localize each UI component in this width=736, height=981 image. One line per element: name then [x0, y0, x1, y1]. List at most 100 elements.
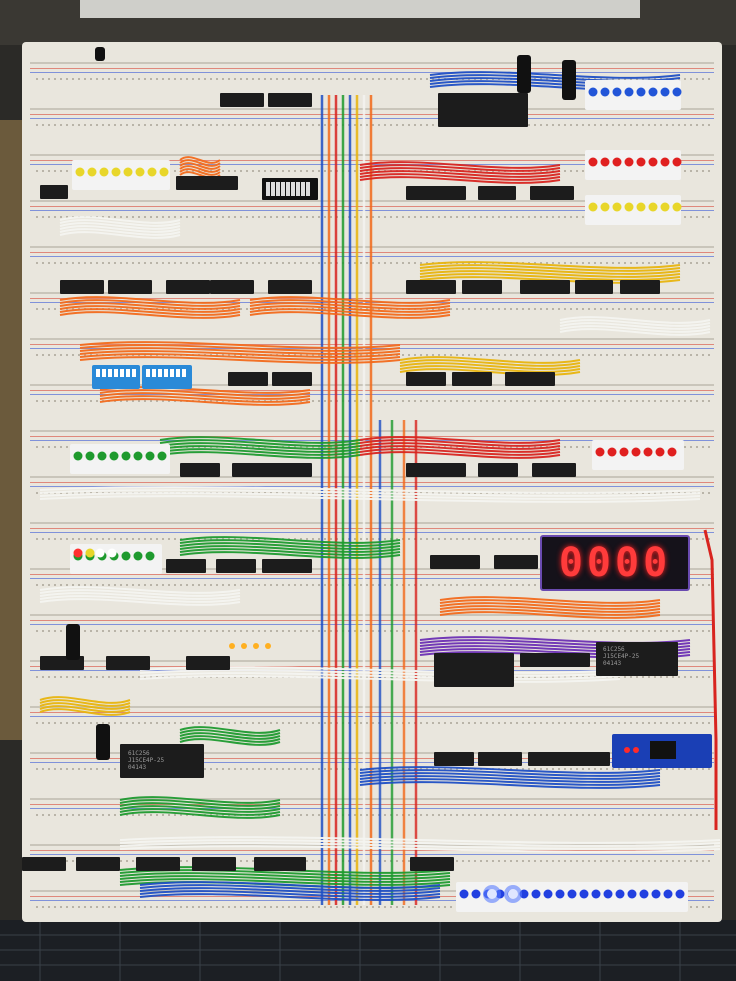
hole [372, 262, 374, 264]
hole [36, 446, 38, 448]
hole [450, 768, 452, 770]
hole [528, 630, 530, 632]
wire [119, 811, 281, 819]
hole [636, 722, 638, 724]
wire [39, 486, 701, 494]
hole [468, 216, 470, 218]
hole [198, 216, 200, 218]
hole [288, 170, 290, 172]
hole [240, 906, 242, 908]
led-lit [85, 548, 95, 558]
wire [119, 802, 281, 810]
hole [690, 400, 692, 402]
hole [456, 446, 458, 448]
hole [600, 722, 602, 724]
hole [528, 216, 530, 218]
hole [534, 262, 536, 264]
hole [324, 584, 326, 586]
hole [582, 722, 584, 724]
hole [384, 124, 386, 126]
hole [648, 308, 650, 310]
hole [504, 860, 506, 862]
hole [492, 722, 494, 724]
hole [570, 354, 572, 356]
hole [288, 722, 290, 724]
ic-chip [620, 280, 660, 294]
hole [684, 630, 686, 632]
hole [36, 722, 38, 724]
hole [318, 768, 320, 770]
hole [420, 124, 422, 126]
hole [624, 308, 626, 310]
hole [426, 492, 428, 494]
led [672, 202, 682, 212]
hole [366, 630, 368, 632]
hole [84, 262, 86, 264]
hole [672, 308, 674, 310]
hole [150, 630, 152, 632]
hole [498, 860, 500, 862]
hole [360, 906, 362, 908]
hole [540, 308, 542, 310]
hole [534, 676, 536, 678]
hole [492, 814, 494, 816]
hole [156, 400, 158, 402]
hole [660, 814, 662, 816]
ic-chip [494, 555, 538, 569]
hole [186, 170, 188, 172]
hole [438, 814, 440, 816]
hole [78, 676, 80, 678]
hole [330, 354, 332, 356]
hole [84, 676, 86, 678]
hole [696, 446, 698, 448]
hole [612, 630, 614, 632]
hole [306, 124, 308, 126]
hole [84, 492, 86, 494]
hole [180, 584, 182, 586]
led [588, 87, 598, 97]
hole [126, 78, 128, 80]
hole [642, 400, 644, 402]
ic-chip [262, 559, 312, 573]
hole [102, 584, 104, 586]
hole [246, 262, 248, 264]
cutting-mat-grid [0, 920, 736, 981]
hole [582, 860, 584, 862]
hole [306, 906, 308, 908]
hole [354, 124, 356, 126]
hole [54, 78, 56, 80]
hole [324, 446, 326, 448]
hole [324, 630, 326, 632]
hole [450, 446, 452, 448]
hole [618, 262, 620, 264]
hole [588, 860, 590, 862]
hole [252, 170, 254, 172]
hole [300, 584, 302, 586]
hole [300, 722, 302, 724]
hole [156, 630, 158, 632]
hole [582, 768, 584, 770]
hole [450, 400, 452, 402]
hole [252, 906, 254, 908]
hole [504, 308, 506, 310]
led-bar-housing [72, 160, 170, 190]
hole [540, 722, 542, 724]
hole [54, 722, 56, 724]
hole [246, 630, 248, 632]
hole [552, 354, 554, 356]
hole [486, 584, 488, 586]
hole [312, 492, 314, 494]
hole [666, 722, 668, 724]
hole [126, 124, 128, 126]
led [660, 87, 670, 97]
hole [372, 584, 374, 586]
hole [162, 584, 164, 586]
hole [90, 124, 92, 126]
hole [144, 262, 146, 264]
hole [600, 308, 602, 310]
hole [546, 308, 548, 310]
hole [588, 814, 590, 816]
hole [474, 216, 476, 218]
hole [354, 262, 356, 264]
hole [546, 722, 548, 724]
